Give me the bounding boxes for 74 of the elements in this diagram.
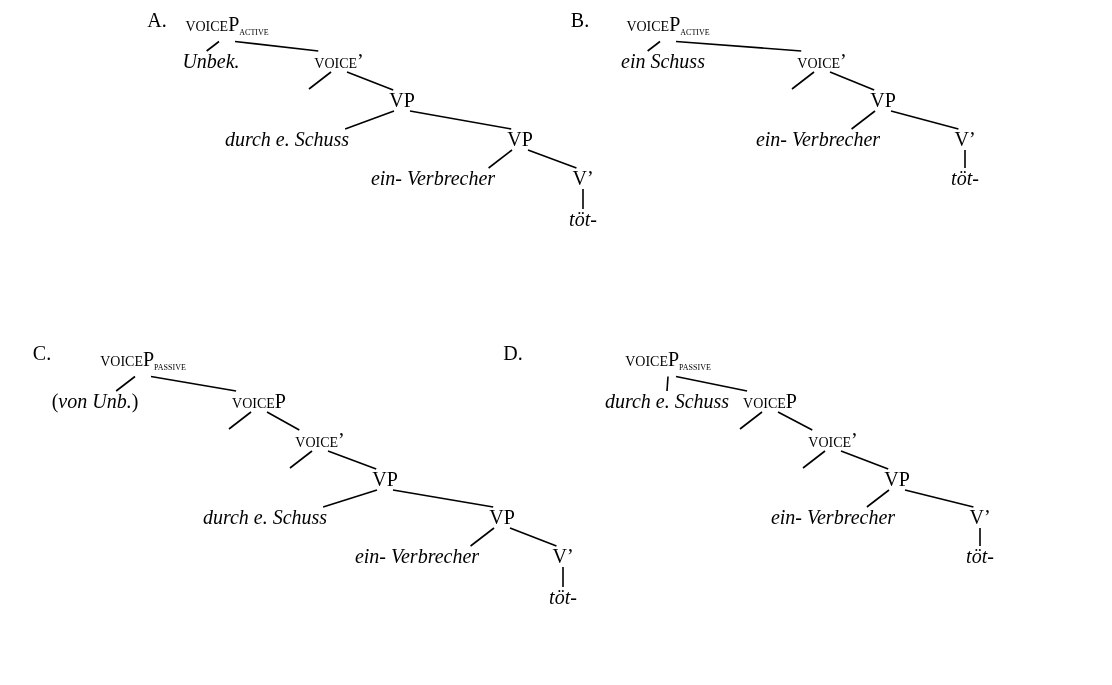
category-label: voiceP: [743, 390, 797, 412]
branch-line: [234, 40, 320, 52]
branch-line: [904, 489, 975, 508]
category-label: VP: [372, 468, 398, 490]
category-label: voice’: [797, 50, 847, 72]
word-label: Unbek.: [182, 50, 240, 72]
branch-line: [392, 489, 494, 508]
word-label: ein- Verbrecher: [770, 506, 896, 528]
branch-line: [150, 375, 237, 392]
panel-letter: A.: [147, 8, 167, 32]
category-label: voiceP$_{passive}$: [625, 347, 711, 377]
branch-line: [344, 110, 395, 130]
panel-letter: C.: [32, 341, 52, 365]
branch-line: [562, 566, 564, 588]
branch-line: [509, 527, 558, 547]
category-label: voiceP$_{active}$: [626, 12, 710, 42]
branch-line: [289, 450, 313, 469]
word-label: töt-: [966, 545, 994, 567]
word-label: töt-: [569, 208, 597, 230]
category-label: V’: [572, 167, 594, 189]
branch-line: [840, 450, 889, 470]
branch-line: [675, 375, 748, 392]
category-label: voice’: [808, 429, 858, 451]
branch-line: [646, 40, 661, 52]
branch-line: [469, 527, 495, 547]
branch-line: [850, 110, 876, 130]
branch-line: [890, 110, 960, 130]
category-label: V’: [552, 545, 574, 567]
branch-line: [791, 71, 815, 90]
word-label: ein- Verbrecher: [354, 545, 480, 567]
category-label: VP: [870, 89, 896, 111]
category-label: voice’: [314, 50, 364, 72]
branch-line: [582, 188, 584, 210]
word-label: töt-: [549, 586, 577, 608]
word-label: töt-: [951, 167, 979, 189]
category-label: (von Unb.): [51, 390, 139, 412]
category-label: V’: [969, 506, 991, 528]
panel-letter: B.: [570, 8, 590, 32]
branch-line: [675, 40, 803, 52]
branch-line: [979, 527, 981, 547]
category-label: voice’: [295, 429, 345, 451]
branch-line: [115, 375, 136, 392]
word-label: ein- Verbrecher: [755, 128, 881, 150]
category-label: VP: [489, 506, 515, 528]
branch-line: [327, 450, 377, 470]
branch-line: [527, 149, 578, 169]
category-label: VP: [507, 128, 533, 150]
branch-line: [322, 489, 378, 508]
category-label: VP: [884, 468, 910, 490]
branch-line: [308, 71, 332, 90]
branch-line: [487, 149, 513, 169]
category-label: voiceP$_{active}$: [185, 12, 269, 42]
branch-line: [266, 411, 301, 431]
word-label: durch e. Schuss: [224, 128, 350, 150]
category-label: voiceP$_{passive}$: [100, 347, 186, 377]
word-label: durch e. Schuss: [604, 390, 730, 412]
branch-line: [409, 110, 512, 130]
branch-line: [205, 40, 220, 52]
branch-line: [228, 411, 252, 430]
category-label: VP: [389, 89, 415, 111]
category-label: V’: [954, 128, 976, 150]
branch-line: [666, 375, 669, 392]
branch-line: [777, 411, 814, 431]
panel-letter: D.: [503, 341, 523, 365]
branch-line: [802, 450, 826, 469]
branch-line: [739, 411, 763, 430]
branch-line: [346, 71, 394, 91]
branch-line: [964, 149, 966, 169]
category-label: voiceP: [232, 390, 286, 412]
word-label: ein Schuss: [621, 50, 705, 72]
word-label: ein- Verbrecher: [370, 167, 496, 189]
word-label: durch e. Schuss: [202, 506, 328, 528]
branch-line: [866, 489, 890, 508]
branch-line: [829, 71, 875, 91]
